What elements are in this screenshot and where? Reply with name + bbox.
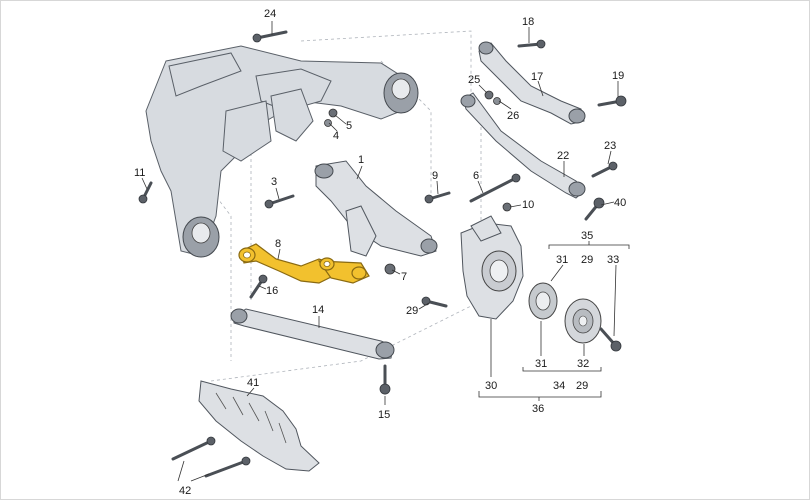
callout-7: 7 bbox=[401, 271, 407, 283]
upper-arm-17 bbox=[478, 41, 586, 125]
wheel-hub bbox=[564, 298, 602, 344]
callout-42: 42 bbox=[179, 485, 191, 497]
callout-16: 16 bbox=[266, 285, 278, 297]
callout-24: 24 bbox=[264, 8, 276, 20]
lower-link bbox=[230, 308, 395, 360]
callout-14: 14 bbox=[312, 304, 324, 316]
callout-34: 34 bbox=[553, 380, 565, 392]
underbody-cover bbox=[198, 380, 320, 472]
callout-26: 26 bbox=[507, 110, 519, 122]
callout-5: 5 bbox=[346, 120, 352, 132]
camber-arm-highlighted bbox=[238, 243, 370, 284]
rear-subframe bbox=[145, 45, 419, 258]
callout-11: 11 bbox=[134, 167, 145, 179]
callout-35: 35 bbox=[581, 230, 593, 242]
callout-31-bottom: 31 bbox=[535, 358, 547, 370]
callout-23: 23 bbox=[604, 140, 616, 152]
callout-33: 33 bbox=[607, 254, 619, 266]
callout-6: 6 bbox=[473, 170, 479, 182]
callout-15: 15 bbox=[378, 409, 390, 421]
callout-1: 1 bbox=[358, 154, 364, 166]
callout-29-top: 29 bbox=[581, 254, 593, 266]
lower-control-arm bbox=[314, 160, 438, 257]
callout-29-bottom: 29 bbox=[576, 380, 588, 392]
leader-lines bbox=[141, 21, 630, 482]
callout-31-top: 31 bbox=[556, 254, 568, 266]
callout-36: 36 bbox=[532, 403, 544, 415]
callout-10: 10 bbox=[522, 199, 534, 211]
callout-25: 25 bbox=[468, 74, 480, 86]
callout-40: 40 bbox=[614, 197, 626, 209]
callout-4: 4 bbox=[333, 130, 339, 142]
callout-22: 22 bbox=[557, 150, 569, 162]
callout-8: 8 bbox=[275, 238, 281, 250]
nuts bbox=[324, 90, 512, 275]
callout-41: 41 bbox=[247, 377, 259, 389]
wheel-carrier bbox=[460, 215, 524, 320]
toe-link-22 bbox=[460, 92, 586, 199]
callout-3: 3 bbox=[271, 176, 277, 188]
callout-19: 19 bbox=[612, 70, 624, 82]
wheel-bearing bbox=[528, 282, 558, 320]
callout-9: 9 bbox=[432, 170, 438, 182]
callout-labels: 24 18 17 25 26 19 5 4 1 11 3 9 6 22 23 4… bbox=[134, 8, 626, 497]
bolts bbox=[138, 30, 627, 478]
callout-18: 18 bbox=[522, 16, 534, 28]
callout-32: 32 bbox=[577, 358, 589, 370]
callout-29-left: 29 bbox=[406, 305, 418, 317]
callout-30: 30 bbox=[485, 380, 497, 392]
callout-17: 17 bbox=[531, 71, 543, 83]
